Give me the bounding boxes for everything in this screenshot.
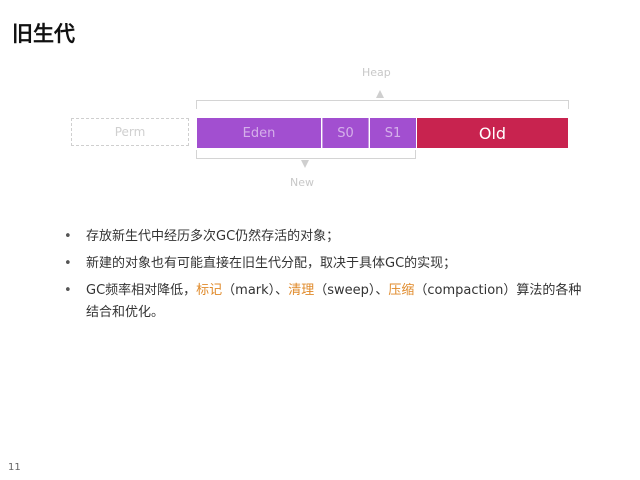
page-number: 11 <box>8 462 21 473</box>
bullet-item: 存放新生代中经历多次GC仍然存活的对象； <box>64 226 594 248</box>
s0-segment: S0 <box>322 118 369 148</box>
highlight-mark: 标记 <box>196 283 223 298</box>
new-arrow-icon <box>301 160 309 168</box>
bullet-text: GC频率相对降低， <box>86 283 197 298</box>
bullet-text: 存放新生代中经历多次GC仍然存活的对象； <box>86 229 340 244</box>
bullet-text: （mark）、 <box>222 283 289 298</box>
bullet-list: 存放新生代中经历多次GC仍然存活的对象； 新建的对象也有可能直接在旧生代分配，取… <box>64 226 594 329</box>
new-bracket <box>196 150 416 159</box>
perm-segment: Perm <box>71 118 189 146</box>
bullet-text: （compaction）算法的各种结合和优化。 <box>86 283 582 320</box>
bullet-item: 新建的对象也有可能直接在旧生代分配，取决于具体GC的实现； <box>64 253 594 275</box>
bullet-text: 新建的对象也有可能直接在旧生代分配，取决于具体GC的实现； <box>86 256 457 271</box>
eden-segment: Eden <box>197 118 321 148</box>
bullet-text: （sweep）、 <box>314 283 389 298</box>
page-title: 旧生代 <box>12 22 75 46</box>
new-label: New <box>290 176 314 189</box>
s1-segment: S1 <box>370 118 416 148</box>
heap-arrow-icon <box>376 90 384 98</box>
heap-label: Heap <box>362 66 391 79</box>
highlight-compact: 压缩 <box>388 283 415 298</box>
old-segment: Old <box>417 118 568 148</box>
bullet-item: GC频率相对降低，标记（mark）、清理（sweep）、压缩（compactio… <box>64 280 594 324</box>
highlight-sweep: 清理 <box>288 283 315 298</box>
heap-bracket <box>196 100 569 109</box>
